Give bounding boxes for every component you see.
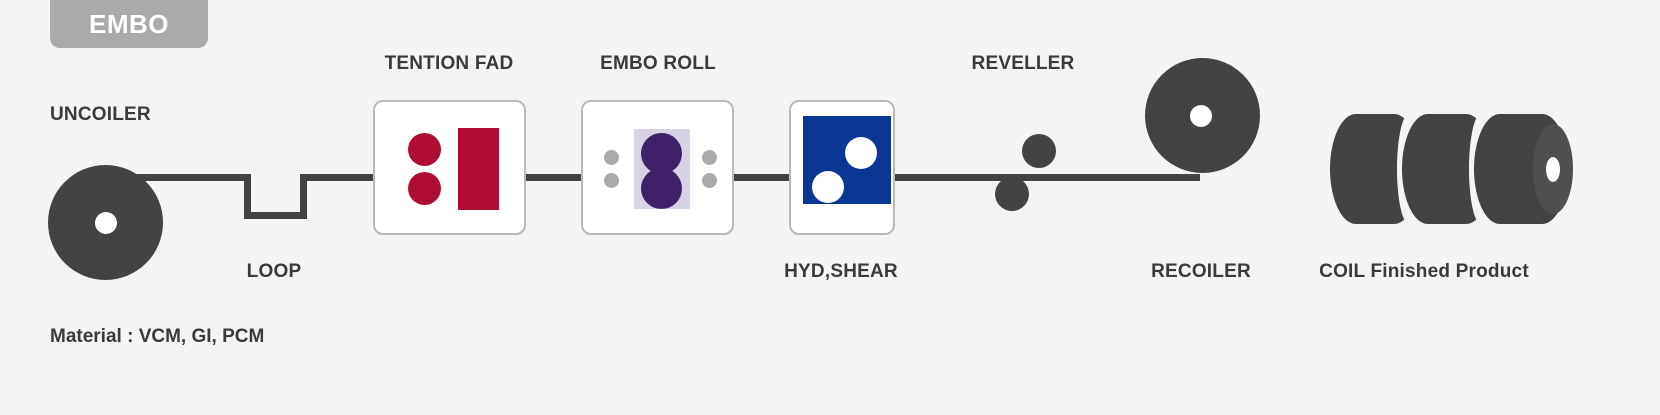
embo-roll-guide-dot-bottom-left	[604, 173, 619, 188]
strip-segment-uncoiler-to-loop	[104, 174, 248, 181]
embo-roll-guide-dot-top-left	[604, 150, 619, 165]
loop-left-riser	[244, 174, 251, 219]
strip-segment-main	[300, 174, 1200, 181]
embo-roll-guide-dot-bottom-right	[702, 173, 717, 188]
label-coil-product: COIL Finished Product	[1319, 261, 1529, 282]
loop-bottom	[244, 212, 307, 219]
reveller-roller-top	[1022, 134, 1056, 168]
embo-roll-roller-bottom	[641, 168, 682, 209]
coil-product-core-hole	[1546, 157, 1560, 182]
uncoiler-core-hole	[95, 212, 117, 234]
label-loop: LOOP	[246, 261, 302, 282]
label-uncoiler: UNCOILER	[50, 104, 151, 125]
embo-badge-label: EMBO	[89, 8, 169, 39]
material-note: Material : VCM, GI, PCM	[50, 326, 265, 347]
hyd-shear-blade-top	[845, 137, 877, 169]
embo-roll-roller-top	[641, 133, 682, 174]
hyd-shear-blade-bottom	[812, 171, 844, 203]
label-reveller: REVELLER	[971, 53, 1075, 74]
label-tention-fad: TENTION FAD	[384, 53, 514, 74]
station-tention-fad[interactable]	[373, 100, 526, 235]
embo-badge: EMBO	[50, 0, 208, 48]
embo-roll-guide-dot-top-right	[702, 150, 717, 165]
tention-fad-roller-top	[408, 133, 441, 166]
label-hyd-shear: HYD,SHEAR	[784, 261, 898, 282]
tention-fad-pad	[458, 128, 499, 210]
label-recoiler: RECOILER	[1151, 261, 1251, 282]
reveller-roller-bottom	[995, 177, 1029, 211]
label-embo-roll: EMBO ROLL	[600, 53, 716, 74]
recoiler-core-hole	[1190, 105, 1212, 127]
tention-fad-roller-bottom	[408, 172, 441, 205]
loop-right-riser	[300, 174, 307, 219]
